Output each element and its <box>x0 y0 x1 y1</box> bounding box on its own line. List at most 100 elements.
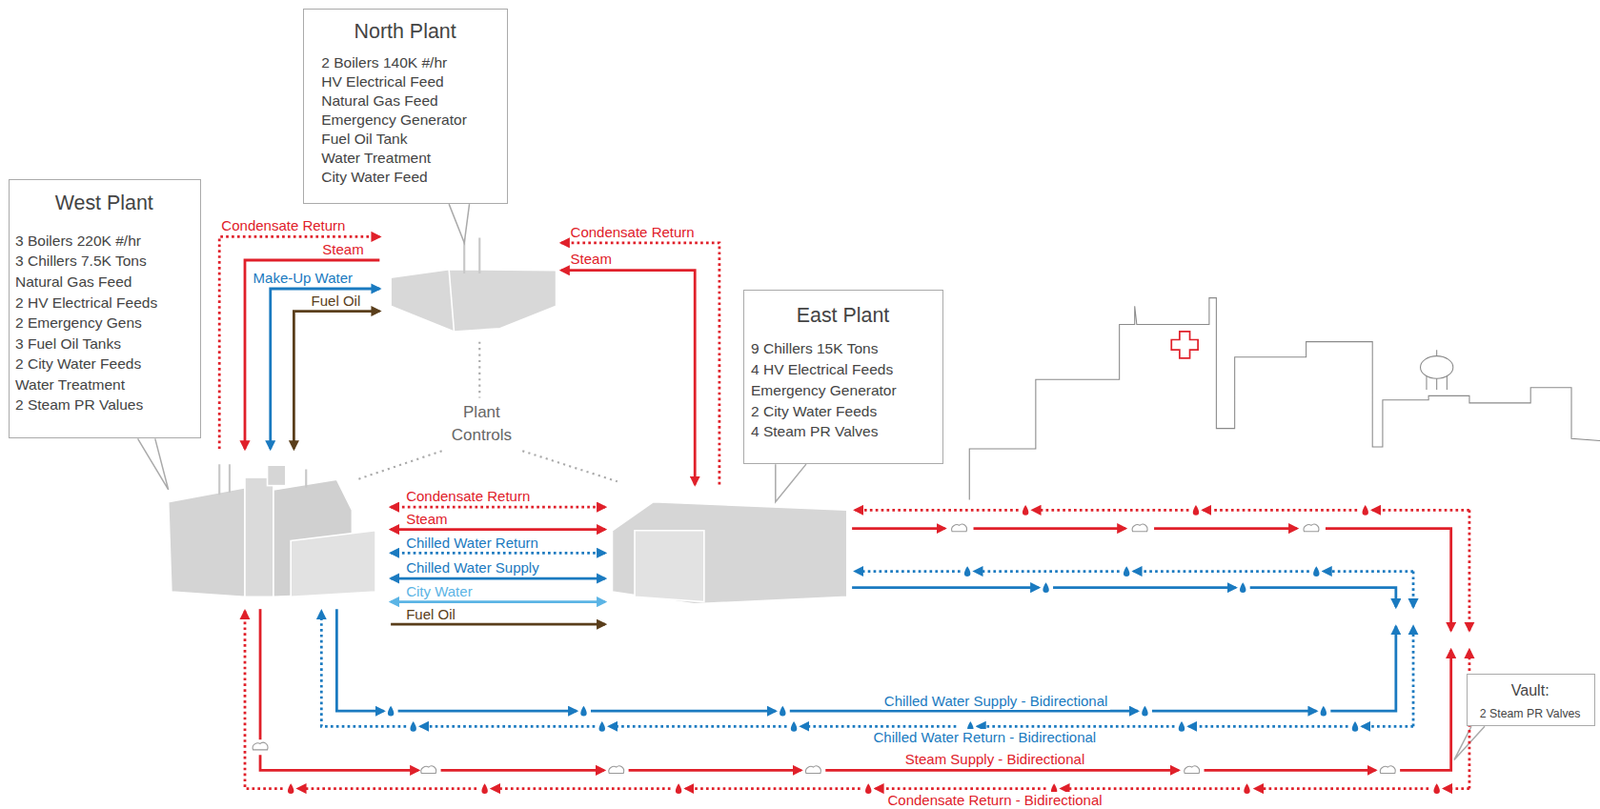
pipe-line <box>219 236 380 449</box>
steam-icon <box>252 742 268 750</box>
plant-feature: 2 Steam PR Values <box>15 396 143 415</box>
plant-feature: Fuel Oil Tank <box>321 130 407 149</box>
plant-feature: 3 Fuel Oil Tanks <box>15 335 122 354</box>
water-drop-icon <box>779 706 786 717</box>
pipe-line <box>298 787 477 790</box>
pipe-line <box>293 311 380 450</box>
pipe-line <box>789 709 1138 713</box>
pipe-line <box>1412 626 1416 727</box>
flow-label: Condensate Return <box>570 223 695 242</box>
steam-icon <box>608 766 625 774</box>
pipe-line <box>491 787 670 790</box>
callout-tails <box>138 203 1485 760</box>
pipe-line <box>1250 587 1397 608</box>
plant-feature: Water Treatment <box>15 376 125 395</box>
pipe-line <box>270 288 381 449</box>
pipe-line <box>1330 626 1397 711</box>
pipe-line <box>390 600 606 604</box>
plant-feature: Emergency Generator <box>750 382 897 401</box>
pipe-line <box>1053 586 1236 589</box>
pipe-line <box>608 725 787 729</box>
flow-label: Plant Controls <box>441 401 524 447</box>
pipe-line <box>390 527 606 531</box>
pipe-line <box>244 260 380 449</box>
pipe-line <box>854 508 1018 512</box>
pipe-line <box>1255 787 1429 790</box>
steam-icon <box>1132 524 1148 532</box>
pipe-line <box>628 769 802 772</box>
plant-feature: 3 Chillers 7.5K Tons <box>15 252 147 271</box>
pipe-line <box>1362 725 1415 729</box>
steam-icon <box>951 524 968 532</box>
plant-feature: 2 Emergency Gens <box>15 314 142 333</box>
water-drop-icon <box>1193 505 1199 516</box>
pipe-line <box>686 787 861 790</box>
flow-label: Condensate Return <box>405 487 530 506</box>
pipe-line <box>561 270 695 486</box>
callout-box: East Plant 9 Chillers 15K Tons 4 HV Electr… <box>743 289 945 465</box>
plant-feature: 4 HV Electrical Feeds <box>750 361 893 380</box>
pipe-network <box>219 236 1470 794</box>
water-drop-icon <box>287 783 294 794</box>
flow-label: Make-Up Water <box>253 269 353 287</box>
water-drop-icon <box>481 783 487 794</box>
water-drop-icon <box>1022 505 1029 516</box>
skyline <box>969 298 1600 501</box>
water-drop-icon <box>1313 566 1319 577</box>
flow-label: Fuel Oil <box>311 292 362 310</box>
pipe-line <box>1323 569 1414 573</box>
pipe-line <box>825 769 1178 772</box>
pipe-line <box>390 551 606 555</box>
water-drop-icon <box>1352 721 1358 732</box>
steam-icon <box>1379 766 1396 774</box>
water-drop-icon <box>790 721 797 732</box>
flow-label: City Water <box>405 583 472 601</box>
pipe-line <box>1154 526 1297 530</box>
pipe-line <box>1412 571 1416 608</box>
pipe-line <box>973 526 1127 530</box>
plant-feature: 2 City Water Feeds <box>750 403 877 422</box>
plant-heading: East Plant <box>796 303 891 329</box>
water-drop-icon <box>409 721 416 732</box>
plant-feature: 2 City Water Feeds <box>15 355 142 374</box>
pipe-line <box>1399 649 1452 770</box>
flow-label: Condensate Return - Bidirectional <box>884 791 1105 809</box>
pipe-line <box>441 769 605 772</box>
pipe-line <box>977 725 1175 729</box>
callout-box: North Plant2 Boilers 140K #/hrHV Electri… <box>303 8 508 205</box>
water-drop-icon <box>1433 783 1439 794</box>
pipe-line <box>590 709 776 713</box>
steam-icon <box>1303 524 1319 532</box>
plant-feature: Natural Gas Feed <box>321 92 438 111</box>
plant-controls-links <box>357 342 618 483</box>
pipe-line <box>1032 508 1190 512</box>
plant-feature: 9 Chillers 15K Tons <box>750 340 878 359</box>
water-drop-icon <box>964 566 971 577</box>
plant-feature: Emergency Generator <box>321 111 467 130</box>
flow-label: Condensate Return <box>221 217 345 235</box>
pipe-line <box>398 709 577 713</box>
pipe-line <box>336 608 384 711</box>
plant-feature: 3 Boilers 220K #/hr <box>15 232 142 251</box>
pipe-line <box>420 725 595 729</box>
pipe-line <box>1134 569 1310 573</box>
plant-feature: HV Electrical Feed <box>321 73 444 92</box>
plant-feature: 4 Steam PR Valves <box>750 423 878 442</box>
pipe-line <box>1202 508 1357 512</box>
plant-heading: West Plant <box>55 191 154 217</box>
pipe-line <box>390 506 606 509</box>
plant-heading: North Plant <box>354 20 457 45</box>
pipe-line <box>1325 528 1452 631</box>
plant-feature: Natural Gas Feed <box>15 273 132 292</box>
steam-icon <box>421 766 437 774</box>
red-cross <box>1171 331 1198 359</box>
water-drop-icon <box>387 706 394 717</box>
pipe-line <box>1372 508 1470 512</box>
water-drop-icon <box>580 706 587 717</box>
pipe-line <box>321 610 406 727</box>
pipe-line <box>1468 509 1472 630</box>
water-drop-icon <box>1243 783 1250 794</box>
water-drop-icon <box>599 721 606 732</box>
pipe-line <box>854 569 960 573</box>
